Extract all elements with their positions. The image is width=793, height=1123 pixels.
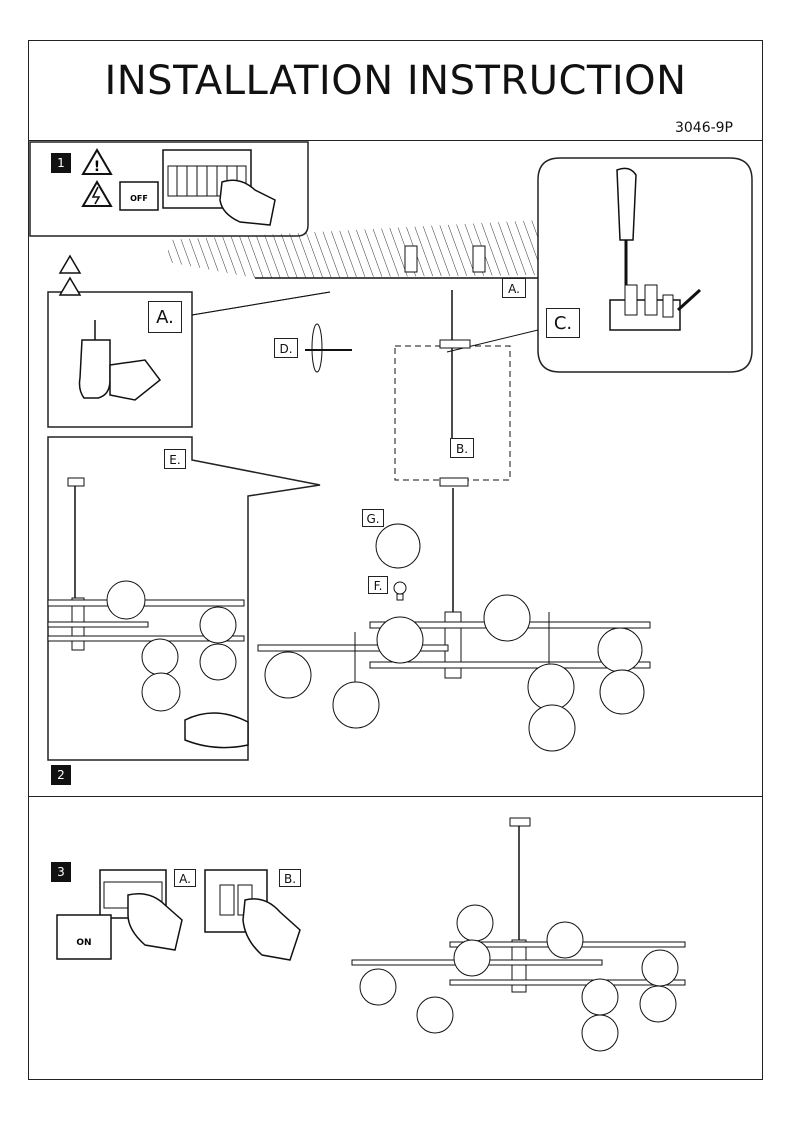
fuse-box-icon: ON: [56, 869, 183, 960]
step3-label-a: A.: [174, 869, 196, 887]
label-g: G.: [362, 509, 384, 527]
svg-text:ON: ON: [76, 938, 91, 948]
step3-label-b: B.: [279, 869, 301, 887]
step-number-3: 3: [51, 862, 71, 882]
fuse-box-icon: OFF: [119, 149, 252, 211]
label-f: F.: [368, 576, 388, 594]
ceiling: [168, 220, 540, 279]
light-bulb-icon: [393, 581, 407, 601]
label-d: D.: [274, 338, 298, 358]
label-b: B.: [450, 438, 474, 458]
wall-switch-icon: [204, 869, 301, 961]
page-frame: [28, 40, 763, 1080]
label-c: C.: [546, 308, 580, 338]
svg-text:OFF: OFF: [130, 194, 148, 203]
fixture-step3: [351, 817, 686, 1052]
label-a-detail: A.: [148, 301, 182, 333]
rosette-d: [305, 323, 352, 373]
label-a-ceiling: A.: [502, 278, 526, 298]
model-code: 3046-9P: [674, 120, 733, 136]
step-number-1: 1: [51, 153, 71, 173]
warning-triangle-icon: !: [81, 148, 113, 175]
label-e: E.: [164, 449, 186, 469]
screwdriver-icon: [616, 167, 637, 285]
drill-icon: [78, 320, 162, 401]
warning-triangle-icon: [58, 254, 82, 296]
electric-hazard-icon: [81, 180, 113, 207]
fixture-step2: [257, 290, 651, 752]
detail-e-panel: [47, 436, 321, 761]
svg-text:!: !: [94, 159, 100, 175]
detail-c-panel: [446, 157, 753, 373]
step3-illustrations: ON: [56, 817, 686, 1052]
hand-icon: [219, 179, 276, 226]
step-number-2: 2: [51, 765, 71, 785]
page-title: INSTALLATION INSTRUCTION: [104, 58, 687, 104]
header-divider: [28, 140, 763, 141]
step3-divider: [28, 796, 763, 797]
step1-panel: ! OFF: [29, 141, 309, 237]
